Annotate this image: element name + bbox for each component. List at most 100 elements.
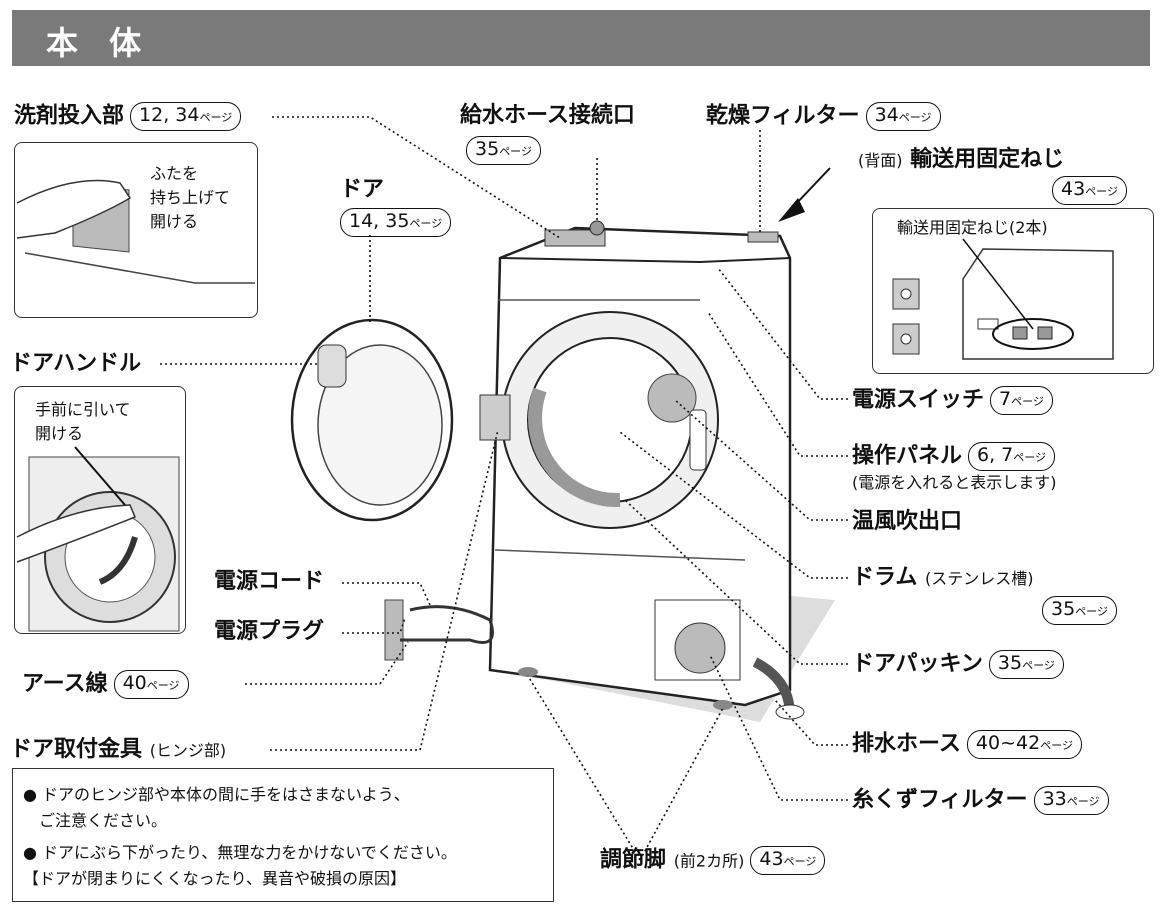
- water-inlet-ref-unit: ページ: [499, 145, 532, 158]
- water-inlet-ref-pages: 35: [475, 138, 500, 160]
- dry-filter-name: 乾燥フィルター: [706, 103, 860, 129]
- dry-filter-ref[interactable]: 34ページ: [865, 102, 941, 131]
- label-power-plug: 電源プラグ: [214, 618, 324, 646]
- drum-ref-pages: 35: [1051, 598, 1076, 620]
- lint-filter-ref-unit: ページ: [1066, 795, 1100, 808]
- transport-screw-inset: 輸送用固定ねじ(2本): [872, 208, 1154, 374]
- adjust-foot-ref-pages: 43: [759, 848, 784, 870]
- warm-air-name: 温風吹出口: [852, 509, 963, 534]
- transport-screw-ref-pages: 43: [1061, 178, 1086, 200]
- door-packing-ref-unit: ページ: [1022, 659, 1055, 672]
- back-arrow: [778, 198, 805, 222]
- label-drum: ドラム (ステンレス槽): [852, 564, 1034, 593]
- door-handle-name: ドアハンドル: [10, 351, 142, 376]
- transport-screw-ref[interactable]: 43ページ: [1052, 176, 1127, 205]
- drain-hose-ref[interactable]: 40~42ページ: [966, 730, 1082, 759]
- dry-filter-ref-unit: ページ: [898, 111, 932, 124]
- lid-note-3: 開ける: [150, 212, 199, 231]
- section-title: 本 体: [46, 24, 152, 62]
- lint-filter-name: 糸くずフィルター: [852, 787, 1028, 813]
- transport-screw-name: 輸送用固定ねじ: [910, 147, 1065, 172]
- control-panel-ref-pages: 6, 7: [977, 444, 1014, 466]
- adjust-foot-ref[interactable]: 43ページ: [750, 846, 826, 875]
- back-arrow-line: [794, 167, 831, 206]
- caution-box: ● ドアのヒンジ部や本体の間に手をはさまないよう、 ご注意ください。 ● ドアに…: [12, 768, 554, 902]
- door-hinge-name: ドア取付金具: [10, 737, 143, 762]
- handle-note-1: 手前に引いて: [35, 400, 131, 419]
- earth-wire-ref-unit: ページ: [146, 679, 180, 692]
- lid-note-2: 持ち上げて: [150, 188, 231, 207]
- power-switch-ref-unit: ページ: [1011, 395, 1044, 408]
- hand-pulling-door-icon: [16, 446, 180, 632]
- drum-ref[interactable]: 35ページ: [1042, 596, 1117, 625]
- door-handle-shape: [317, 344, 347, 388]
- label-transport-screw: (背面) 輸送用固定ねじ: [858, 146, 1064, 175]
- top-edge: [499, 257, 701, 263]
- drain-hose-name: 排水ホース: [852, 731, 961, 757]
- door-handle-inset: 手前に引いて 開ける: [14, 386, 186, 634]
- bottom-line: [494, 549, 746, 561]
- label-water-inlet-ref: 35ページ: [460, 136, 541, 165]
- transport-screw-ref-unit: ページ: [1085, 185, 1118, 198]
- transport-screw-icon: [892, 238, 1114, 360]
- label-adjust-foot: 調節脚 (前2カ所)43ページ: [600, 846, 826, 876]
- door-packing-ref[interactable]: 35ページ: [988, 650, 1064, 679]
- foot-right: [713, 700, 733, 710]
- power-switch-ref-pages: 7: [999, 388, 1012, 410]
- top-right-edge: [699, 257, 791, 263]
- detergent-ref-unit: ページ: [199, 111, 233, 124]
- warm-air-outlet: [647, 373, 697, 423]
- lint-filter-ref[interactable]: 33ページ: [1033, 786, 1109, 815]
- label-door: ドア: [340, 176, 384, 204]
- control-panel-ref[interactable]: 6, 7ページ: [968, 442, 1056, 471]
- caution-line-1: ● ドアのヒンジ部や本体の間に手をはさまないよう、: [23, 785, 410, 804]
- label-power-cord: 電源コード: [214, 568, 324, 596]
- earth-wire-ref-pages: 40: [122, 672, 147, 694]
- control-panel-note: (電源を入れると表示します): [852, 473, 1057, 492]
- transport-screw-prefix: (背面): [858, 151, 903, 170]
- detergent-drawer: [544, 229, 606, 247]
- earth-wire-ref[interactable]: 40ページ: [113, 670, 189, 699]
- label-door-ref: 14, 35ページ: [334, 208, 452, 237]
- label-door-hinge: ドア取付金具 (ヒンジ部): [10, 736, 226, 765]
- foot-left: [518, 667, 538, 677]
- door-ref-unit: ページ: [409, 217, 443, 230]
- water-inlet-ref[interactable]: 35ページ: [466, 136, 541, 165]
- detergent-name: 洗剤投入部: [14, 103, 125, 129]
- door-glass: [317, 344, 443, 506]
- door-ref-pages: 14, 35: [349, 210, 410, 232]
- drum-note: (ステンレス槽): [925, 569, 1034, 588]
- label-water-inlet: 給水ホース接続口: [460, 102, 635, 130]
- label-warm-air: 温風吹出口: [852, 508, 962, 536]
- control-panel-name: 操作パネル: [852, 443, 963, 469]
- door-latch: [689, 409, 707, 471]
- lint-filter-ref-pages: 33: [1042, 788, 1067, 810]
- door-ref[interactable]: 14, 35ページ: [340, 208, 452, 237]
- label-transport-screw-ref: 43ページ: [1046, 176, 1127, 205]
- power-plug-name: 電源プラグ: [214, 619, 325, 644]
- door-name: ドア: [340, 177, 385, 202]
- adjust-foot-ref-unit: ページ: [783, 855, 817, 868]
- power-switch-ref[interactable]: 7ページ: [990, 386, 1053, 415]
- detergent-inset: ふたを 持ち上げて 開ける: [14, 142, 258, 318]
- door-hinge: [479, 394, 511, 441]
- control-panel-ref-unit: ページ: [1013, 451, 1047, 464]
- adjust-foot-name: 調節脚: [600, 847, 667, 873]
- lid-note-1: ふたを: [150, 164, 199, 183]
- leader-lines: [160, 116, 848, 861]
- detergent-ref[interactable]: 12, 34ページ: [130, 102, 242, 131]
- dry-filter-cap: [747, 231, 779, 243]
- door-packing-mark: [528, 387, 621, 508]
- label-drum-ref: 35ページ: [1036, 596, 1117, 625]
- drain-hose-ref-unit: ページ: [1040, 739, 1073, 752]
- wall-outlet: [384, 599, 404, 661]
- water-inlet-name: 給水ホース接続口: [460, 103, 635, 128]
